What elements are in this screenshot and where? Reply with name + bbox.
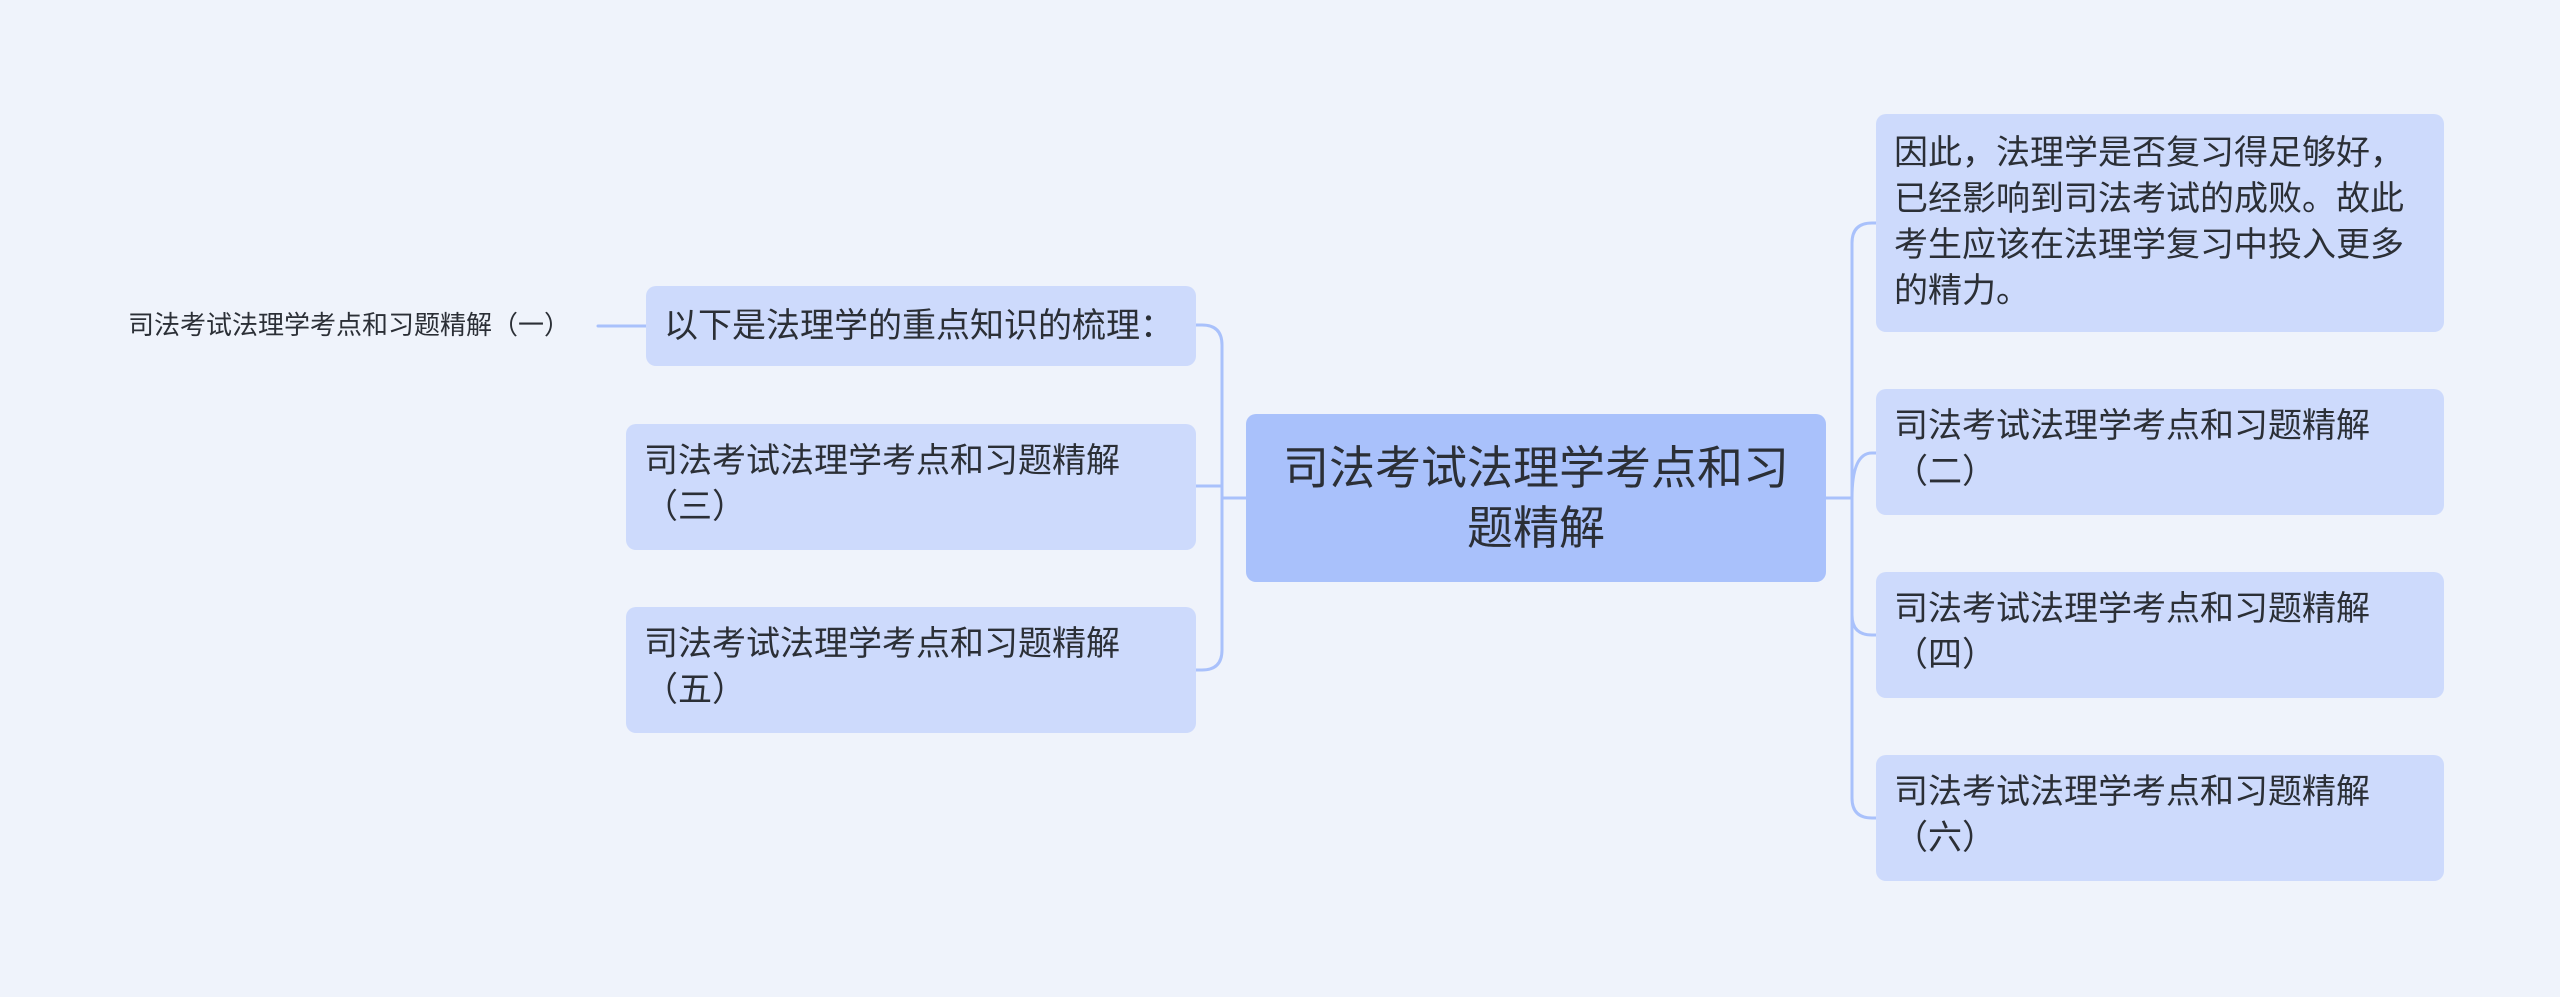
right-summary-node[interactable]: 因此，法理学是否复习得足够好，已经影响到司法考试的成败。故此考生应该在法理学复习… (1876, 114, 2444, 332)
right-item-2-label: 司法考试法理学考点和习题精解（二） (1894, 406, 2370, 492)
connector-left-item5 (1194, 496, 1224, 672)
connector-right-summary (1850, 221, 1880, 500)
right-item-4-node[interactable]: 司法考试法理学考点和习题精解（四） (1876, 572, 2444, 698)
connector-left-trunk (1194, 323, 1224, 500)
root-topic-node[interactable]: 司法考试法理学考点和习题精解 (1246, 414, 1826, 582)
left-intro-label: 以下是法理学的重点知识的梳理： (664, 306, 1174, 346)
right-item-4-label: 司法考试法理学考点和习题精解（四） (1894, 589, 2370, 675)
left-intro-child-node[interactable]: 司法考试法理学考点和习题精解（一） (128, 309, 588, 345)
right-item-6-node[interactable]: 司法考试法理学考点和习题精解（六） (1876, 755, 2444, 881)
left-item-5-label: 司法考试法理学考点和习题精解（五） (644, 624, 1120, 710)
left-item-3-label: 司法考试法理学考点和习题精解（三） (644, 441, 1120, 527)
root-topic-label: 司法考试法理学考点和习题精解 (1283, 441, 1789, 555)
left-item-3-node[interactable]: 司法考试法理学考点和习题精解（三） (626, 424, 1196, 550)
right-summary-label: 因此，法理学是否复习得足够好，已经影响到司法考试的成败。故此考生应该在法理学复习… (1894, 133, 2404, 311)
right-item-6-label: 司法考试法理学考点和习题精解（六） (1894, 772, 2370, 858)
connector-right-item6 (1850, 496, 1880, 820)
connector-right-item2 (1850, 451, 1880, 500)
left-intro-child-label: 司法考试法理学考点和习题精解（一） (128, 311, 571, 341)
left-item-5-node[interactable]: 司法考试法理学考点和习题精解（五） (626, 607, 1196, 733)
right-item-2-node[interactable]: 司法考试法理学考点和习题精解（二） (1876, 389, 2444, 515)
connector-right-item4 (1850, 496, 1880, 637)
left-intro-node[interactable]: 以下是法理学的重点知识的梳理： (646, 286, 1196, 366)
